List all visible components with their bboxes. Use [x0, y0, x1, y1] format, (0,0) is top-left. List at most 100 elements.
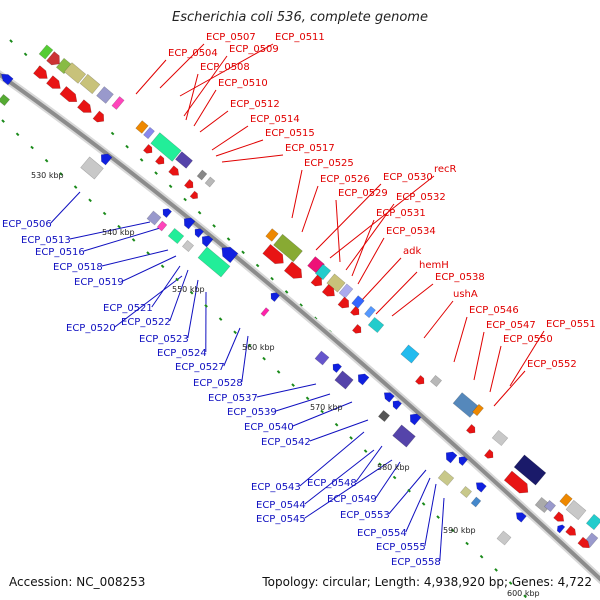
tick-mark [349, 436, 353, 440]
genome-summary: Topology: circular; Length: 4,938,920 bp… [262, 575, 592, 589]
gene-arrow [484, 449, 494, 459]
tick-mark [450, 528, 455, 533]
gene-arrow [270, 292, 280, 302]
gene-label-red: ECP_0517 [285, 143, 335, 154]
gene-label-blue: ECP_0520 [66, 323, 116, 334]
gene-label-blue: ECP_0518 [53, 262, 103, 273]
tick-mark [9, 39, 13, 43]
gene-label-blue: ECP_0558 [391, 557, 441, 568]
callout-line [135, 59, 167, 95]
gene-label-blue: ECP_0524 [157, 348, 207, 359]
gene-label-blue: ECP_0555 [376, 542, 426, 553]
gene-label-blue: ECP_0542 [261, 437, 311, 448]
gene-block [111, 96, 125, 110]
callout-line [179, 43, 274, 97]
tick-mark [88, 198, 92, 203]
gene-block [260, 307, 270, 317]
gene-arrow [189, 190, 198, 200]
callout-lines [50, 43, 545, 562]
tick-mark [299, 303, 303, 307]
gene-arrow [383, 392, 395, 403]
scale-label: 580 kbp [377, 463, 410, 472]
tick-mark [131, 238, 136, 242]
gene-label-red: ECP_0507 [206, 32, 256, 43]
scale-label: 550 kbp [172, 285, 205, 294]
tick-mark [117, 224, 121, 229]
gene-arrow [155, 155, 165, 165]
gene-arrow [357, 373, 370, 386]
gene-block [364, 305, 376, 319]
callout-line [221, 154, 284, 163]
tick-mark [320, 409, 324, 414]
callout-line [169, 269, 189, 322]
gene-arrow [321, 283, 335, 297]
gene-arrow [100, 153, 113, 166]
gene-block [156, 220, 168, 232]
callout-line [304, 449, 375, 505]
gene-block [314, 350, 330, 366]
gene-block [265, 228, 279, 242]
gene-label-red: ECP_0508 [200, 62, 250, 73]
scale-label: 530 kbp [31, 171, 64, 180]
gene-label-blue: ECP_0537 [208, 393, 258, 404]
tick-mark [392, 475, 397, 480]
gene-label-red: ECP_0532 [396, 192, 446, 203]
tick-mark [421, 502, 426, 506]
tick-mark [233, 330, 237, 335]
gene-block [559, 493, 573, 507]
tick-mark [73, 185, 78, 189]
gene-block [143, 126, 155, 140]
callout-line [309, 419, 369, 442]
gene-block [150, 132, 182, 162]
gene-arrow [77, 99, 92, 113]
callout-line [335, 199, 341, 263]
gene-block [437, 469, 455, 487]
gene-label-blue: ECP_0548 [307, 478, 357, 489]
scale-label: 570 kbp [310, 403, 343, 412]
tick-mark [291, 383, 295, 387]
gene-arrow [409, 413, 422, 426]
gene-block [367, 316, 385, 334]
gene-label-red: ECP_0510 [218, 78, 268, 89]
tick-mark [247, 343, 252, 348]
gene-label-blue: ECP_0527 [175, 362, 225, 373]
callout-line [357, 237, 385, 285]
callout-line [193, 89, 217, 127]
gene-label-blue: ECP_0543 [251, 482, 301, 493]
gene-arrow [183, 217, 196, 230]
gene-arrow [46, 51, 60, 66]
tick-mark [175, 277, 179, 282]
callout-line [183, 55, 228, 117]
gene-arrow [143, 144, 153, 154]
gene-label-red: ECP_0547 [486, 320, 536, 331]
gene-block [334, 370, 354, 390]
gene-block [167, 227, 185, 245]
callout-line [301, 185, 319, 233]
gene-block [204, 176, 216, 188]
gene-arrow [221, 246, 239, 264]
gene-arrow [310, 274, 323, 287]
callout-line [187, 279, 199, 339]
gene-arrow [194, 228, 204, 238]
callout-line [122, 255, 177, 282]
tick-mark [204, 304, 208, 308]
tick-mark [110, 131, 115, 136]
map-title: Escherichia coli 536, complete genome [172, 10, 428, 25]
callout-line [114, 275, 183, 328]
gene-label-red: ECP_0551 [546, 319, 596, 330]
callout-line [292, 401, 353, 427]
gene-arrow [201, 235, 214, 248]
gene-arrow [352, 324, 362, 334]
tick-mark [59, 172, 63, 176]
callout-line [355, 445, 383, 483]
gene-label-red: adk [403, 246, 421, 257]
gene-label-red: ECP_0550 [503, 334, 553, 345]
gene-arrow [445, 451, 458, 464]
callout-line [391, 283, 434, 317]
gene-arrow [283, 261, 303, 279]
gene-arrow [556, 524, 566, 534]
gene-block [392, 424, 416, 448]
tick-mark [284, 290, 289, 294]
